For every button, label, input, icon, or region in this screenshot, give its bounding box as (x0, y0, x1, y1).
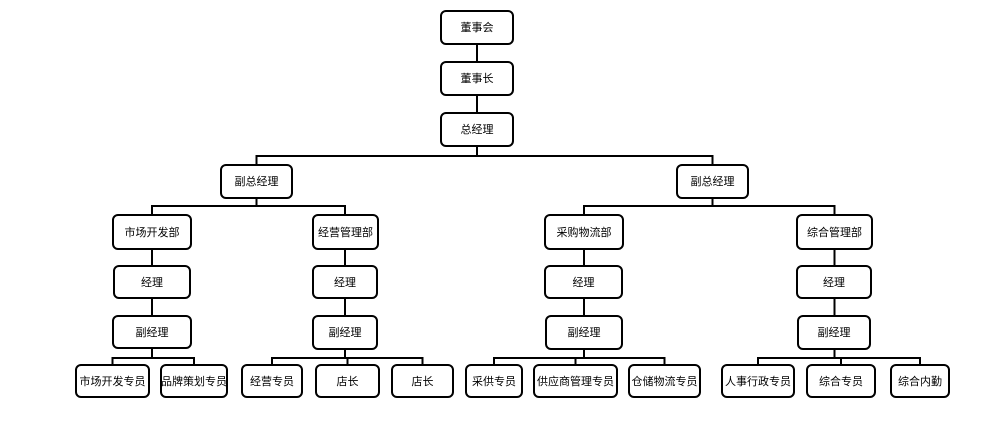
connector-gm-deputies (255, 155, 714, 164)
org-node-dept-market-development: 市场开发部 (112, 214, 192, 250)
org-node-store-manager-1: 店长 (315, 364, 380, 398)
org-node-general-affairs-specialist: 综合专员 (806, 364, 876, 398)
connector-market-leaves (111, 357, 195, 364)
org-node-market-manager: 经理 (113, 265, 191, 299)
org-node-supplier-management-specialist: 供应商管理专员 (533, 364, 618, 398)
org-node-procurement-manager: 经理 (544, 265, 623, 299)
org-node-operations-specialist: 经营专员 (241, 364, 303, 398)
org-node-deputy-gm-right: 副总经理 (676, 164, 749, 199)
org-node-brand-planning-specialist: 品牌策划专员 (160, 364, 228, 398)
connector-general-leaves (757, 357, 921, 364)
org-node-purchasing-supply-specialist: 采供专员 (465, 364, 523, 398)
connector-deputy-left-depts (151, 205, 346, 214)
org-node-board: 董事会 (440, 10, 514, 45)
org-node-market-development-specialist: 市场开发专员 (75, 364, 150, 398)
org-node-procurement-deputy-manager: 副经理 (545, 315, 623, 350)
org-node-dept-operations-management: 经营管理部 (312, 214, 379, 250)
org-node-general-dept-deputy-manager: 副经理 (797, 315, 871, 350)
org-node-deputy-gm-left: 副总经理 (220, 164, 293, 199)
org-node-hr-admin-specialist: 人事行政专员 (721, 364, 795, 398)
org-node-operations-deputy-manager: 副经理 (312, 315, 378, 350)
connector-deputy-right-depts (583, 205, 836, 214)
org-node-dept-general-management: 综合管理部 (796, 214, 873, 250)
org-node-general-office-clerk: 综合内勤 (890, 364, 950, 398)
connector-proc-leaves (493, 357, 666, 364)
org-node-store-manager-2: 店长 (391, 364, 454, 398)
org-node-warehouse-logistics-specialist: 仓储物流专员 (628, 364, 701, 398)
org-node-general-manager: 总经理 (440, 112, 514, 147)
org-node-chairman: 董事长 (440, 61, 514, 96)
org-node-market-deputy-manager: 副经理 (112, 315, 192, 349)
org-node-general-dept-manager: 经理 (796, 265, 872, 299)
org-node-dept-procurement-logistics: 采购物流部 (544, 214, 624, 250)
org-node-operations-manager: 经理 (312, 265, 378, 299)
